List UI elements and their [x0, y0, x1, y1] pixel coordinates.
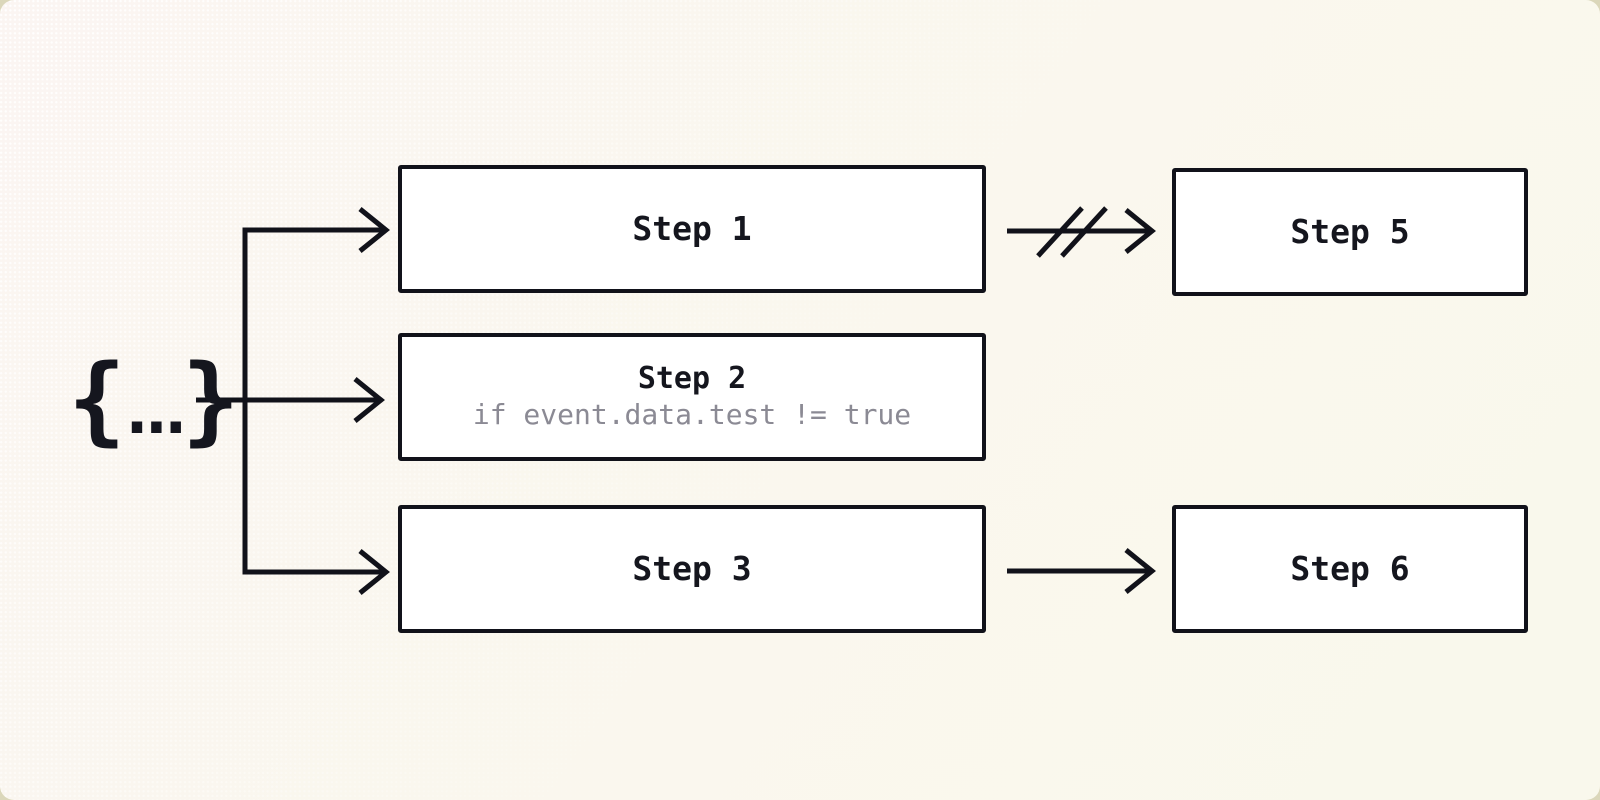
step-node-1: Step 1: [398, 165, 986, 293]
step-node-5: Step 5: [1172, 168, 1528, 296]
arrowhead-icon: [1124, 208, 1156, 254]
step-node-6: Step 6: [1172, 505, 1528, 633]
arrowhead-icon: [1124, 548, 1156, 594]
step-label: Step 5: [1290, 212, 1410, 252]
step-label: Step 1: [632, 209, 752, 249]
step-condition-label: if event.data.test != true: [472, 398, 912, 432]
ellipsis: ...: [117, 375, 195, 449]
arrowhead-icon: [358, 549, 390, 595]
brace-close: }: [181, 344, 240, 456]
step-node-3: Step 3: [398, 505, 986, 633]
broken-arrow-step1-step5: [1007, 206, 1156, 258]
event-payload-icon: {...}: [68, 352, 240, 448]
brace-open: {: [68, 344, 126, 456]
step-label: Step 6: [1290, 549, 1410, 589]
arrowhead-icon: [353, 377, 385, 423]
arrowhead-icon: [358, 207, 390, 253]
step-label: Step 3: [632, 549, 752, 589]
arrow-step3-step6: [1007, 548, 1156, 594]
step-node-2: Step 2 if event.data.test != true: [398, 333, 986, 461]
break-slash-icon: [1036, 206, 1084, 258]
step-label: Step 2: [637, 360, 747, 396]
break-slash-icon: [1060, 206, 1108, 258]
